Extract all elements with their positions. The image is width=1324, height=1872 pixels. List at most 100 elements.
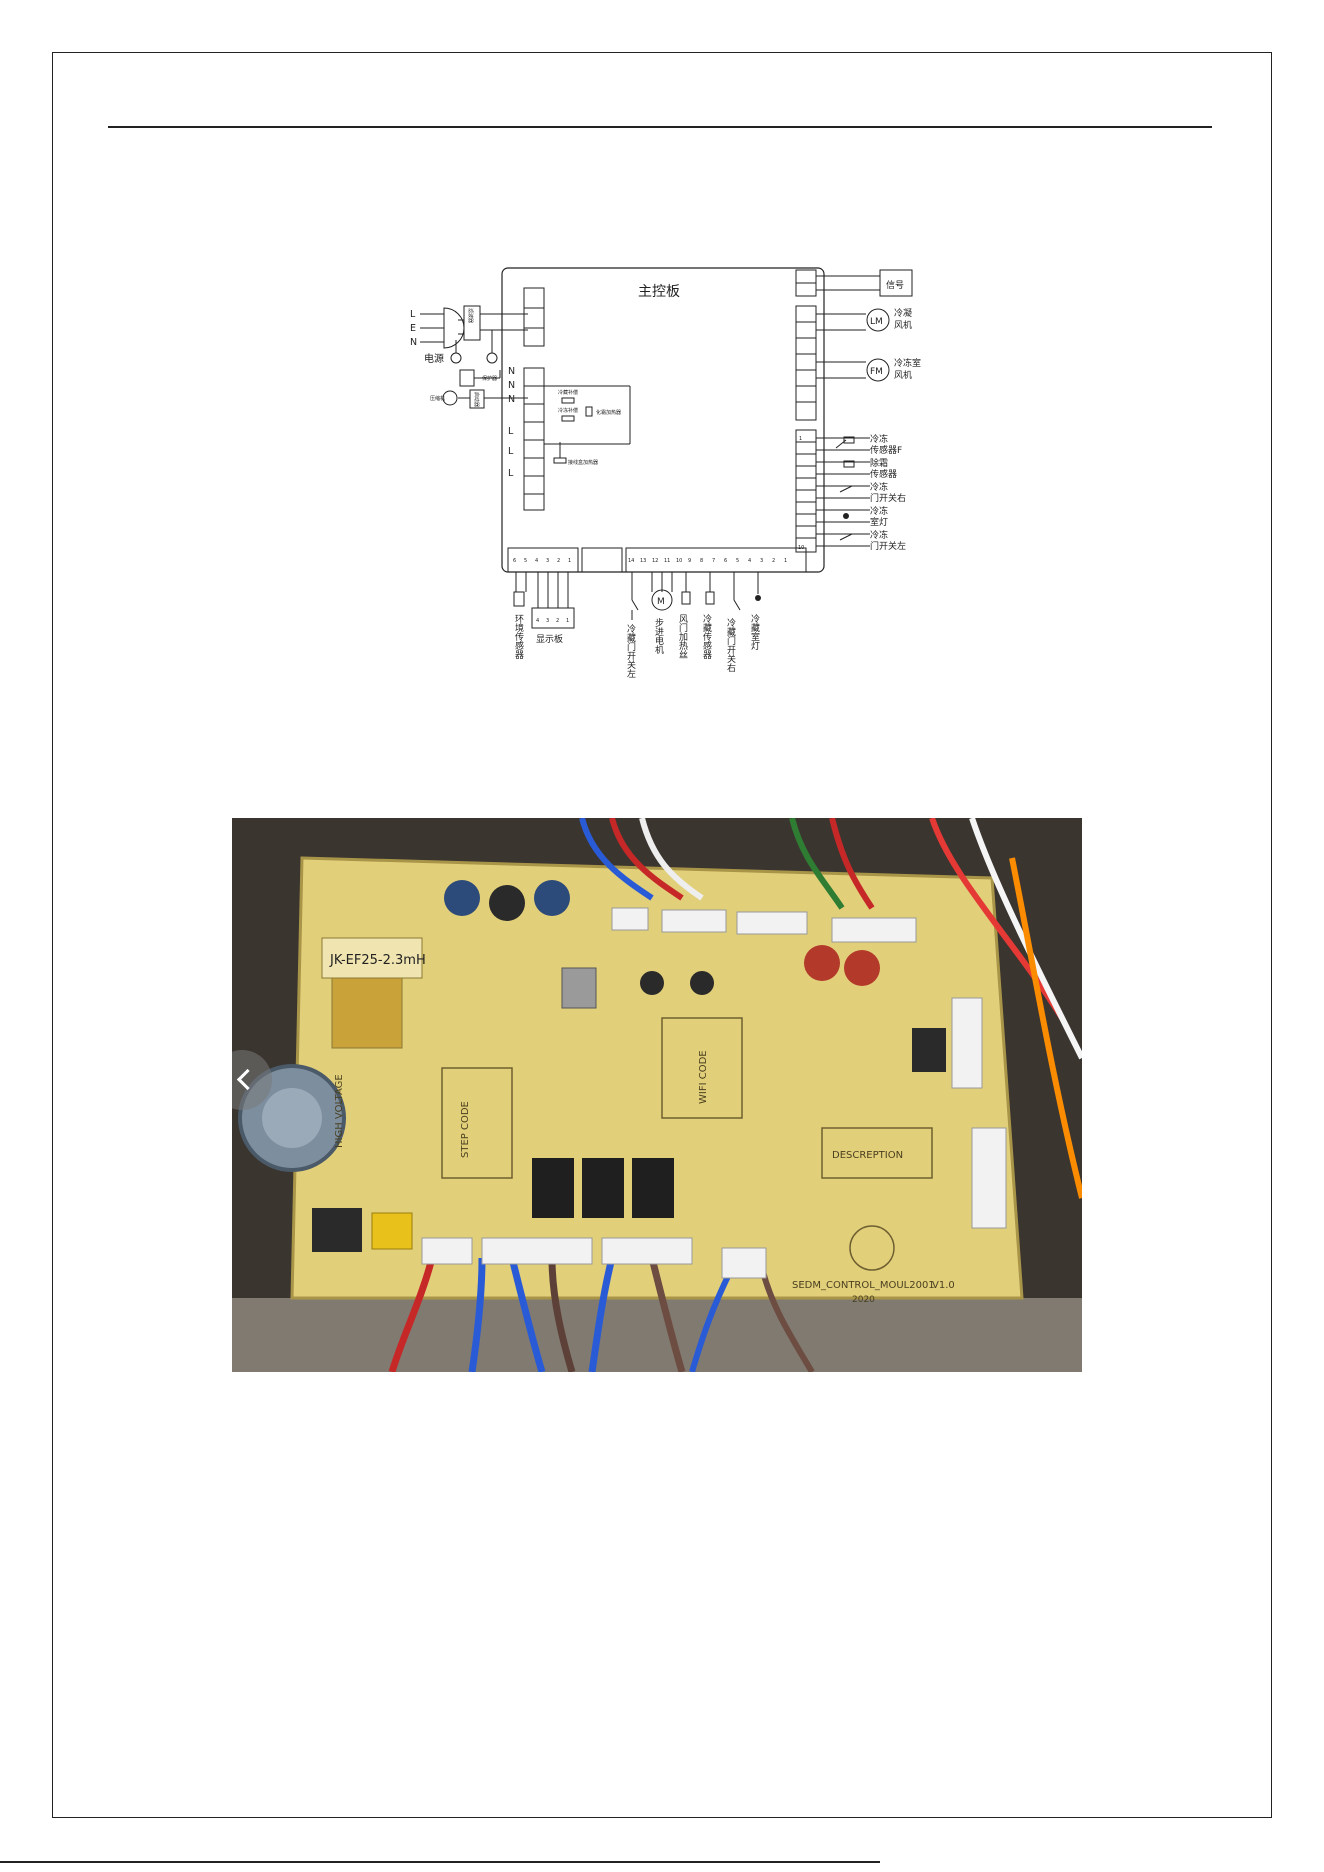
- svg-text:11: 11: [664, 558, 670, 564]
- svg-text:14: 14: [628, 558, 634, 564]
- power-e: E: [410, 323, 416, 334]
- switch-icon: [839, 533, 853, 541]
- fan1-mark: LM: [870, 317, 883, 327]
- display-board: 4 3 2 1 显示板: [531, 572, 575, 645]
- b1-label: 冷藏门开关左: [625, 623, 636, 678]
- silk-step: STEP CODE: [460, 1101, 471, 1158]
- n3: N: [508, 394, 515, 405]
- env-label: 环境传感器: [513, 614, 524, 659]
- heater-4: 接线盒加热器: [568, 459, 598, 466]
- n2: N: [508, 380, 515, 391]
- svg-text:3: 3: [760, 558, 763, 564]
- motor-mark: M: [657, 597, 665, 607]
- signal-box: [879, 269, 913, 297]
- fan1-line1: 冷凝: [894, 307, 912, 319]
- connector-power: [523, 287, 545, 347]
- svg-text:7: 7: [712, 558, 715, 564]
- b6-label: 冷藏室灯: [749, 613, 760, 651]
- svg-text:3: 3: [546, 618, 549, 624]
- svg-text:12: 12: [652, 558, 658, 564]
- svg-text:9: 9: [688, 558, 691, 564]
- fan1-line2: 风机: [894, 319, 912, 331]
- compressor-label: 压缩机: [430, 395, 445, 402]
- fan-condenser-icon: [866, 308, 890, 332]
- fan2-line1: 冷冻室: [894, 357, 921, 369]
- fan2-line2: 风机: [894, 369, 912, 381]
- s4-line2: 室灯: [870, 516, 888, 528]
- b4-label: 冷藏传感器: [701, 613, 712, 659]
- svg-text:13: 13: [640, 558, 646, 564]
- silk-wifi: WIFI CODE: [698, 1050, 709, 1104]
- filter-label: 滤波器: [467, 308, 474, 323]
- n1: N: [508, 366, 515, 377]
- l2: L: [508, 446, 514, 457]
- s3-line1: 冷冻: [870, 481, 888, 493]
- svg-text:5: 5: [736, 558, 739, 564]
- s1-line2: 传感器F: [870, 444, 902, 456]
- filter-box: [463, 305, 481, 341]
- svg-text:2: 2: [557, 558, 560, 564]
- b3-label: 风门加热丝: [677, 614, 688, 659]
- fan-freezer-icon: [866, 358, 890, 382]
- pcb-photo: JK-EF25-2.3mH STEP CODE WIFI CODE DESCRE…: [232, 818, 1082, 1372]
- bottom-left-pins: 6 5 4 3 2 1: [513, 558, 571, 564]
- sensor-pins: [796, 441, 816, 539]
- connector-sensors: [795, 429, 817, 553]
- board-title: 主控板: [638, 284, 680, 300]
- display-label: 显示板: [536, 633, 563, 645]
- compressor-icon: [442, 390, 458, 406]
- board-id: SEDM_CONTROL_MOUL2001: [792, 1280, 935, 1291]
- pin-r1: 1: [799, 436, 802, 442]
- bottom-loads: 冷藏门开关左 M 步进电机 风门加热丝 冷藏传感器 冷藏门开关右 冷藏室灯: [625, 572, 761, 678]
- thermistor-icon: [843, 460, 855, 468]
- connector-bottom-right: [625, 547, 807, 573]
- transformer-label: JK-EF25-2.3mH: [329, 953, 426, 968]
- motor-icon: [651, 589, 673, 611]
- svg-text:1: 1: [568, 558, 571, 564]
- s1-line1: 冷冻: [870, 433, 888, 445]
- board-date: 2020: [852, 1295, 875, 1305]
- thermistor-icon: [843, 436, 855, 444]
- b5-label: 冷藏门开关右: [725, 617, 736, 673]
- load-pins: [524, 385, 544, 495]
- switch-icon: [631, 599, 639, 611]
- svg-text:3: 3: [546, 558, 549, 564]
- l1: L: [508, 426, 514, 437]
- svg-text:4: 4: [748, 558, 751, 564]
- power-label: 电源: [424, 352, 444, 365]
- svg-text:5: 5: [524, 558, 527, 564]
- power-input: L E N 电源 滤波器: [410, 305, 528, 365]
- power-l: L: [410, 309, 416, 320]
- thermistor-icon: [705, 591, 715, 605]
- b2-label: 步进电机: [653, 618, 664, 655]
- fan2-mark: FM: [870, 367, 883, 377]
- lamp-icon: [843, 513, 849, 519]
- svg-text:1: 1: [566, 618, 569, 624]
- svg-text:8: 8: [700, 558, 703, 564]
- heater-2: 冷冻补偿: [558, 407, 578, 414]
- silk-hv: HIGH VOLTAGE: [334, 1074, 345, 1148]
- fan-pins: [796, 321, 816, 403]
- switch-icon: [733, 599, 741, 611]
- s4-line1: 冷冻: [870, 505, 888, 517]
- footer-rule: [0, 1861, 880, 1863]
- svg-text:2: 2: [556, 618, 559, 624]
- compressor-group: 保护器 压缩机 启动器: [430, 369, 528, 409]
- s2-line2: 传感器: [870, 468, 897, 480]
- heater-3: 化霜加热器: [596, 409, 621, 416]
- l3: L: [508, 468, 514, 479]
- svg-text:6: 6: [724, 558, 727, 564]
- page-frame: [52, 52, 1272, 1818]
- connector-load: [523, 367, 545, 511]
- svg-text:1: 1: [784, 558, 787, 564]
- svg-text:4: 4: [536, 618, 539, 624]
- start-label: 启动器: [473, 392, 480, 407]
- svg-text:10: 10: [676, 558, 682, 564]
- env-sensor: 环境传感器: [513, 572, 527, 659]
- s5-line2: 门开关左: [870, 540, 906, 552]
- wiring-diagram: 主控板 L E N 电源 滤波器 保护器 压缩机 启动器: [410, 267, 921, 678]
- heater-icon: [681, 591, 691, 605]
- switch-icon: [839, 485, 853, 493]
- main-board-outline: [501, 267, 825, 573]
- lamp-icon: [755, 595, 761, 601]
